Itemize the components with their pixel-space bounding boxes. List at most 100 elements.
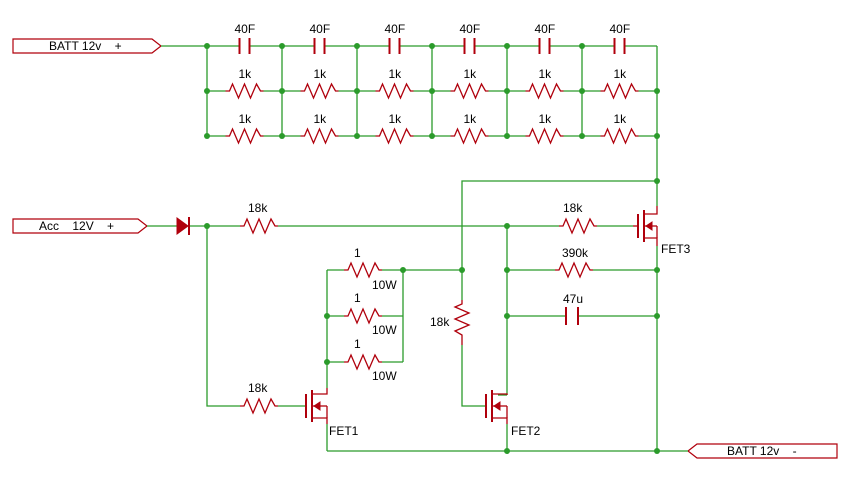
junction bbox=[654, 133, 660, 139]
bank-resistor-label: 1k bbox=[539, 112, 553, 126]
junction bbox=[429, 133, 435, 139]
junction bbox=[579, 88, 585, 94]
junction bbox=[654, 448, 660, 454]
bank-resistor-label: 1k bbox=[239, 67, 253, 81]
bank-capacitor-label: 40F bbox=[610, 22, 631, 36]
bank-capacitor-label: 40F bbox=[385, 22, 406, 36]
junction bbox=[504, 88, 510, 94]
resistor-mid-18k-label: 18k bbox=[430, 315, 450, 329]
junction bbox=[654, 88, 660, 94]
junction bbox=[504, 43, 510, 49]
junction bbox=[429, 88, 435, 94]
junction bbox=[504, 448, 510, 454]
resistor-1ohm-c-value: 1 bbox=[354, 337, 361, 351]
port-batt-positive: BATT 12v + bbox=[12, 38, 162, 54]
bank-resistor-label: 1k bbox=[464, 67, 478, 81]
junction bbox=[504, 267, 510, 273]
resistor-fet3-gate-18k-label: 18k bbox=[563, 201, 583, 215]
port-batt-negative-label: BATT 12v - bbox=[727, 444, 797, 458]
bank-resistor-label: 1k bbox=[389, 112, 403, 126]
bank-resistor bbox=[525, 82, 564, 100]
port-acc: Acc 12V + bbox=[12, 218, 148, 234]
junction bbox=[654, 178, 660, 184]
bank-resistor bbox=[450, 82, 489, 100]
bank-resistor-label: 1k bbox=[464, 112, 478, 126]
capacitor-47u-label: 47u bbox=[563, 292, 583, 306]
junction bbox=[279, 133, 285, 139]
junction bbox=[324, 313, 330, 319]
bank-resistor bbox=[300, 82, 339, 100]
resistor-fet1-gate-18k-label: 18k bbox=[248, 381, 268, 395]
resistor-mid-18k: 18k bbox=[430, 300, 471, 345]
bank-capacitor-label: 40F bbox=[310, 22, 331, 36]
junctions bbox=[204, 178, 660, 454]
junction bbox=[504, 313, 510, 319]
bank-resistor bbox=[600, 82, 639, 100]
junction bbox=[654, 313, 660, 319]
resistor-1ohm-a: 1 10W bbox=[344, 246, 397, 292]
port-acc-label: Acc 12V + bbox=[39, 219, 114, 233]
bank-resistor bbox=[375, 82, 414, 100]
junction bbox=[579, 133, 585, 139]
diode bbox=[176, 217, 190, 235]
resistor-1ohm-b-power: 10W bbox=[372, 323, 397, 337]
resistor-acc-18k: 18k bbox=[240, 201, 278, 235]
bank-resistor bbox=[225, 82, 264, 100]
bank-resistor-label: 1k bbox=[539, 67, 553, 81]
bank-resistor-label: 1k bbox=[239, 112, 253, 126]
supercap-bank: 40F 1k 1k 40F 1k 1k 40F 1k 1k 40F 1k 1k 40F 1k 1k 40F 1k… bbox=[204, 22, 660, 145]
mosfet-fet3-label: FET3 bbox=[661, 242, 691, 256]
junction bbox=[429, 43, 435, 49]
junction bbox=[204, 88, 210, 94]
junction bbox=[504, 223, 510, 229]
junction bbox=[279, 43, 285, 49]
bank-resistor-label: 1k bbox=[389, 67, 403, 81]
mosfet-fet2: FET2 bbox=[485, 390, 541, 438]
bank-resistor bbox=[225, 127, 264, 145]
bank-resistor-label: 1k bbox=[314, 112, 328, 126]
junction bbox=[279, 88, 285, 94]
port-batt-positive-label: BATT 12v + bbox=[49, 39, 122, 53]
bank-resistor bbox=[600, 127, 639, 145]
junction bbox=[204, 133, 210, 139]
junction bbox=[354, 88, 360, 94]
resistor-fet1-gate-18k: 18k bbox=[240, 381, 278, 415]
junction bbox=[400, 267, 406, 273]
bank-resistor bbox=[525, 127, 564, 145]
junction bbox=[354, 133, 360, 139]
junction bbox=[354, 43, 360, 49]
junction bbox=[654, 267, 660, 273]
junction bbox=[504, 133, 510, 139]
bank-resistor bbox=[300, 127, 339, 145]
mosfet-fet1: FET1 bbox=[305, 388, 359, 438]
bank-resistor-label: 1k bbox=[614, 112, 628, 126]
bank-resistor-label: 1k bbox=[614, 67, 628, 81]
junction bbox=[324, 359, 330, 365]
resistor-390k-label: 390k bbox=[562, 246, 589, 260]
resistor-1ohm-a-value: 1 bbox=[354, 246, 361, 260]
mosfet-fet2-label: FET2 bbox=[511, 424, 541, 438]
resistor-fet3-gate-18k: 18k bbox=[559, 201, 597, 235]
capacitor-47u: 47u bbox=[563, 292, 583, 325]
mosfet-fet3: FET3 bbox=[633, 206, 691, 256]
junction bbox=[204, 223, 210, 229]
resistor-1ohm-c: 1 10W bbox=[344, 337, 397, 383]
bank-resistor-label: 1k bbox=[314, 67, 328, 81]
bank-capacitor-label: 40F bbox=[235, 22, 256, 36]
bank-resistor bbox=[450, 127, 489, 145]
resistor-390k: 390k bbox=[555, 246, 593, 279]
junction bbox=[204, 43, 210, 49]
resistor-1ohm-b: 1 10W bbox=[344, 291, 397, 337]
junction bbox=[579, 43, 585, 49]
resistor-1ohm-a-power: 10W bbox=[372, 278, 397, 292]
bank-resistor bbox=[375, 127, 414, 145]
wires bbox=[147, 45, 688, 452]
bank-capacitor-label: 40F bbox=[535, 22, 556, 36]
mosfet-fet1-label: FET1 bbox=[329, 424, 359, 438]
junction bbox=[459, 267, 465, 273]
resistor-1ohm-c-power: 10W bbox=[372, 369, 397, 383]
bank-capacitor-label: 40F bbox=[460, 22, 481, 36]
resistor-1ohm-b-value: 1 bbox=[354, 291, 361, 305]
resistor-acc-18k-label: 18k bbox=[248, 201, 268, 215]
